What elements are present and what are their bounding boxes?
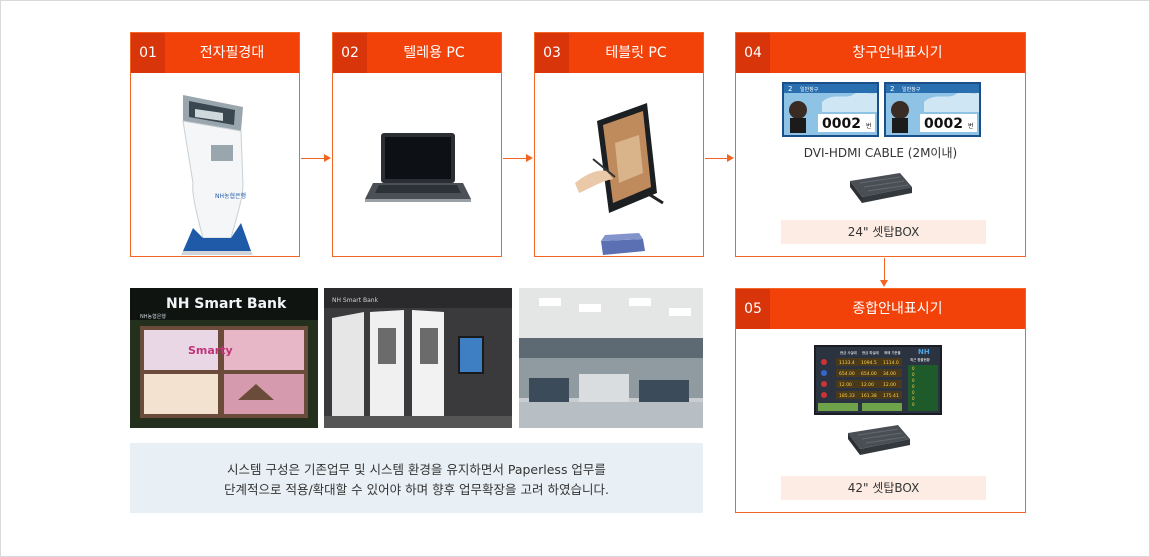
board-row: 654.00 654.00 34.00 (821, 369, 902, 377)
tablet-illustration (575, 103, 664, 255)
flow-arrow (880, 258, 888, 287)
counter-number: 2 (788, 85, 792, 93)
step-card-05: 05 종합안내표시기 NH 현금 사실때 현금 파실때 매매 기준율 최근 환율… (735, 288, 1026, 513)
step-title: 테블릿 PC (605, 45, 667, 61)
step-card-01: 01 전자필경대 NH농협은행 (130, 32, 300, 257)
step-card-02: 02 텔레용 PC (332, 32, 502, 257)
board-row: 1133.4 1094.5 1114.0 (821, 358, 902, 366)
queue-unit: 번 (866, 122, 872, 130)
board-col-header: 현금 사실때 (840, 350, 857, 355)
board-row: 185.33 161.38 175.41 (821, 391, 902, 399)
step-header: 03 테블릿 PC (535, 33, 703, 73)
step-number: 04 (736, 33, 770, 73)
sign-brand-text: NH Smart Bank (166, 296, 287, 312)
counter-tag: 일반창구 (800, 86, 819, 93)
svg-text:161.38: 161.38 (861, 393, 877, 399)
step-number: 02 (333, 33, 367, 73)
flow-arrow (301, 154, 331, 162)
note-line-2: 단계적으로 적용/확대할 수 있어야 하며 향후 업무확장을 고려 하였습니다. (224, 482, 609, 497)
queue-number: 0002 (924, 116, 963, 132)
laptop-illustration (365, 133, 471, 202)
flow-arrow (503, 154, 533, 162)
step-card-04: 04 창구안내표시기 2 일반창구 0002 번 2 일반창구 0002 번 D… (735, 32, 1026, 257)
queue-number: 0002 (822, 116, 861, 132)
system-description-note: 시스템 구성은 기존업무 및 시스템 환경을 유지하면서 Paperless 업… (130, 443, 703, 513)
step-title: 창구안내표시기 (852, 45, 943, 61)
step-title: 종합안내표시기 (852, 301, 943, 317)
sign-sub-text: NH농협은행 (140, 313, 166, 320)
board-brand: NH (918, 348, 930, 356)
board-col-header: 매매 기준율 (884, 350, 901, 355)
step-header: 04 창구안내표시기 (736, 33, 1025, 73)
settop-box-icon (850, 173, 912, 203)
board-row: 12.00 12.00 12.00 (821, 380, 902, 388)
svg-text:0: 0 (912, 384, 915, 389)
settop-box-caption: 24" 셋탑BOX (781, 220, 986, 244)
exchange-rate-board: NH 현금 사실때 현금 파실때 매매 기준율 최근 환율현황 1133.4 1… (814, 345, 942, 415)
step-card-03: 03 테블릿 PC (534, 32, 704, 257)
step-header: 01 전자필경대 (131, 33, 299, 73)
kiosk-illustration: NH농협은행 (181, 95, 253, 255)
flow-arrow (705, 154, 734, 162)
cable-label: DVI-HDMI CABLE (2M이내) (803, 146, 958, 160)
settop-box-caption: 42" 셋탑BOX (781, 476, 986, 500)
kiosk-logo-text: NH농협은행 (215, 192, 246, 200)
queue-display-screen: 2 일반창구 0002 번 (884, 82, 981, 137)
corridor-brand-text: NH Smart Bank (332, 297, 379, 304)
svg-text:175.41: 175.41 (883, 393, 899, 399)
step-number: 01 (131, 33, 165, 73)
step-number: 03 (535, 33, 569, 73)
photo-smart-bank-sign: NH Smart Bank NH농협은행 Smarty (130, 288, 318, 428)
svg-text:12.00: 12.00 (883, 382, 896, 388)
svg-text:0: 0 (912, 396, 915, 401)
svg-text:1114.0: 1114.0 (883, 360, 899, 366)
board-side-header: 최근 환율현황 (910, 357, 930, 362)
note-line-1: 시스템 구성은 기존업무 및 시스템 환경을 유지하면서 Paperless 업… (227, 462, 606, 477)
svg-text:654.00: 654.00 (839, 371, 855, 377)
sign-poster-text: Smarty (188, 344, 233, 357)
svg-text:1133.4: 1133.4 (839, 360, 855, 366)
photo-kiosk-corridor: NH Smart Bank (324, 288, 512, 428)
svg-text:34.00: 34.00 (883, 371, 896, 377)
step-number: 05 (736, 289, 770, 329)
svg-text:0: 0 (912, 366, 915, 371)
photo-bank-interior (519, 288, 703, 428)
step-title: 전자필경대 (199, 45, 265, 61)
queue-display-screen: 2 일반창구 0002 번 (782, 82, 879, 137)
board-col-header: 현금 파실때 (862, 350, 879, 355)
queue-unit: 번 (968, 122, 974, 130)
step-title: 텔레용 PC (403, 45, 465, 61)
svg-text:185.33: 185.33 (839, 393, 855, 399)
step-header: 02 텔레용 PC (333, 33, 501, 73)
svg-text:0: 0 (912, 390, 915, 395)
svg-text:0: 0 (912, 378, 915, 383)
settop-box-icon (848, 425, 910, 455)
svg-text:1094.5: 1094.5 (861, 360, 877, 366)
step-header: 05 종합안내표시기 (736, 289, 1025, 329)
svg-text:654.00: 654.00 (861, 371, 877, 377)
counter-tag: 일반창구 (902, 86, 921, 93)
svg-text:12.00: 12.00 (861, 382, 874, 388)
svg-text:0: 0 (912, 372, 915, 377)
svg-text:0: 0 (912, 402, 915, 407)
svg-text:12.00: 12.00 (839, 382, 852, 388)
counter-number: 2 (890, 85, 894, 93)
